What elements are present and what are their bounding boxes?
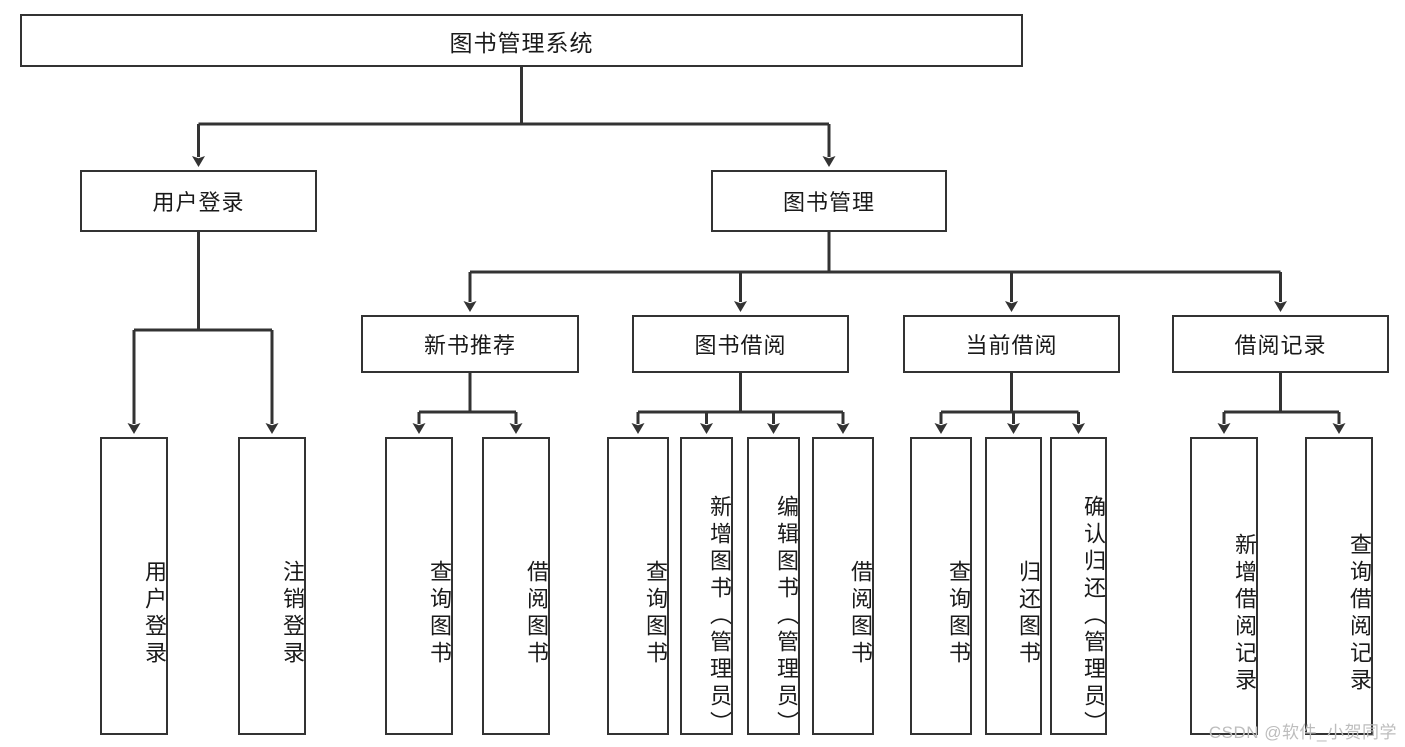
- node-level2-1: 图书管理: [711, 170, 947, 232]
- node-leaf-4: 查询图书: [607, 437, 669, 735]
- node-leaf-3: 借阅图书: [482, 437, 550, 735]
- node-leaf-10: 确认归还（管理员）: [1050, 437, 1107, 738]
- node-leaf-7: 借阅图书: [812, 437, 874, 735]
- node-level3-2: 当前借阅: [903, 315, 1120, 373]
- node-level3-0: 新书推荐: [361, 315, 579, 373]
- node-level3-3: 借阅记录: [1172, 315, 1389, 373]
- node-level2-0: 用户登录: [80, 170, 317, 232]
- node-leaf-1: 注销登录: [238, 437, 306, 735]
- node-leaf-8: 查询图书: [910, 437, 972, 735]
- node-leaf-6: 编辑图书（管理员）: [747, 437, 800, 738]
- node-leaf-9: 归还图书: [985, 437, 1042, 735]
- node-leaf-11: 新增借阅记录: [1190, 437, 1258, 735]
- node-root: 图书管理系统: [20, 14, 1023, 67]
- node-level3-1: 图书借阅: [632, 315, 849, 373]
- node-leaf-0: 用户登录: [100, 437, 168, 735]
- node-leaf-12: 查询借阅记录: [1305, 437, 1373, 735]
- node-leaf-5: 新增图书（管理员）: [680, 437, 733, 738]
- csdn-watermark: CSDN @软件_小贺同学: [1208, 723, 1397, 742]
- node-leaf-2: 查询图书: [385, 437, 453, 735]
